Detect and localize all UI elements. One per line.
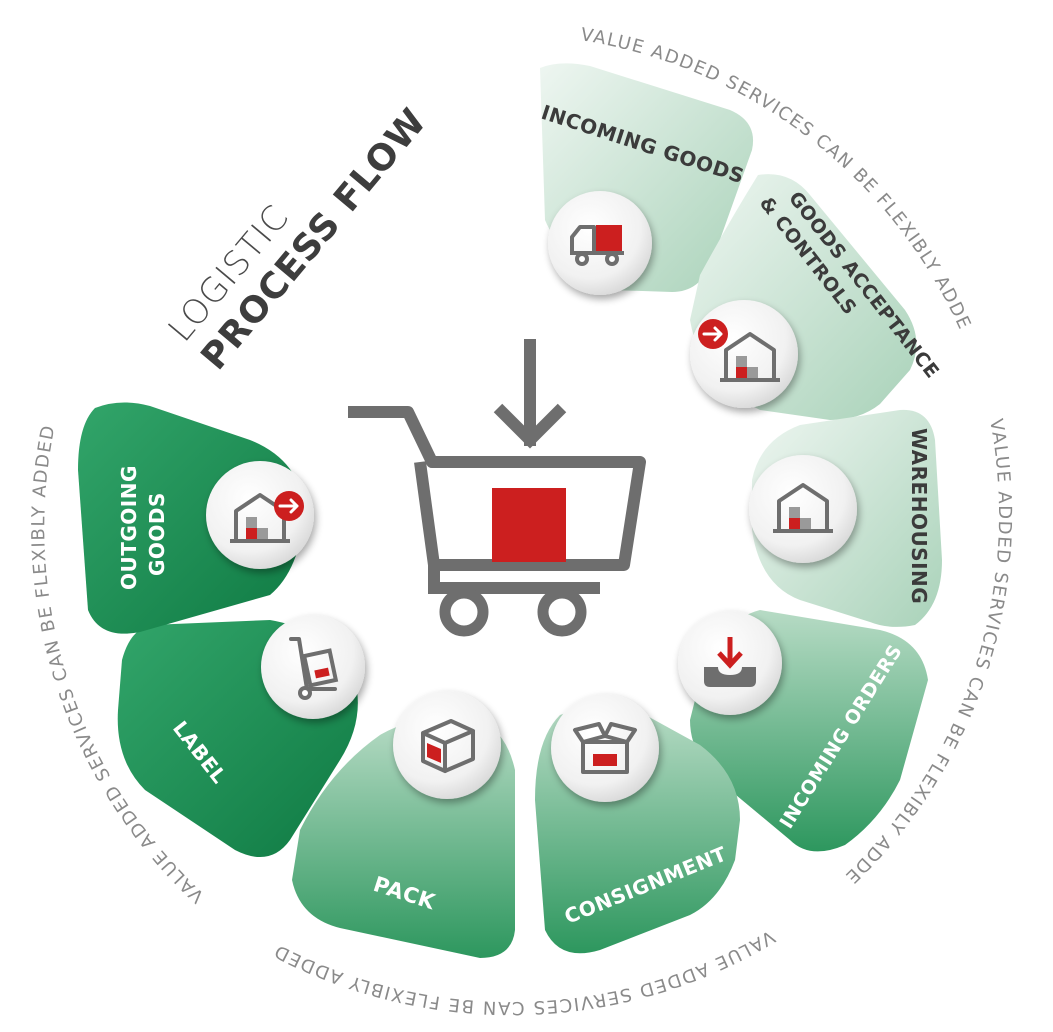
svg-text:VALUE ADDED SERVICES CAN BE FL: VALUE ADDED SERVICES CAN BE FLEXIBLY ADD… (270, 926, 778, 1018)
step-label: WAREHOUSING (907, 428, 931, 604)
step-incoming-goods[interactable]: INCOMING GOODS (538, 63, 754, 295)
down-arrow-head (493, 403, 567, 449)
value-added-text-s: VALUE ADDED SERVICES CAN BE FLEXIBLY ADD… (270, 926, 778, 1018)
title-line-2: PROCESS FLOW (193, 101, 435, 378)
shopping-cart-icon (348, 339, 646, 637)
value-added-label: VALUE ADDED SERVICES CAN BE FLEXIBLY ADD… (270, 926, 777, 1018)
step-incoming-orders[interactable]: INCOMING ORDERS (678, 610, 928, 852)
diagram-title: LOGISTIC PROCESS FLOW (161, 101, 436, 378)
step-label-line-2: GOODS (145, 492, 169, 576)
svg-text:OUTGOING GOODS: OUTGOING GOODS (117, 458, 169, 590)
step-icon-badge (551, 694, 659, 802)
step-icon-badge (261, 615, 365, 719)
cart-wheel-left (439, 587, 489, 637)
step-warehousing[interactable]: WAREHOUSING (749, 409, 942, 627)
cart-wheel-right (537, 587, 587, 637)
step-icon-badge (690, 300, 798, 408)
step-consignment[interactable]: CONSIGNMENT (535, 694, 740, 954)
step-label-line-1: OUTGOING (117, 465, 141, 590)
step-label[interactable]: LABEL (117, 615, 365, 858)
step-outgoing-goods[interactable]: OUTGOING GOODS (78, 402, 314, 634)
cart-red-box (492, 488, 566, 562)
step-pack[interactable]: PACK (292, 691, 515, 958)
svg-text:WAREHOUSING: WAREHOUSING (907, 428, 931, 604)
step-icon-badge (749, 455, 857, 563)
